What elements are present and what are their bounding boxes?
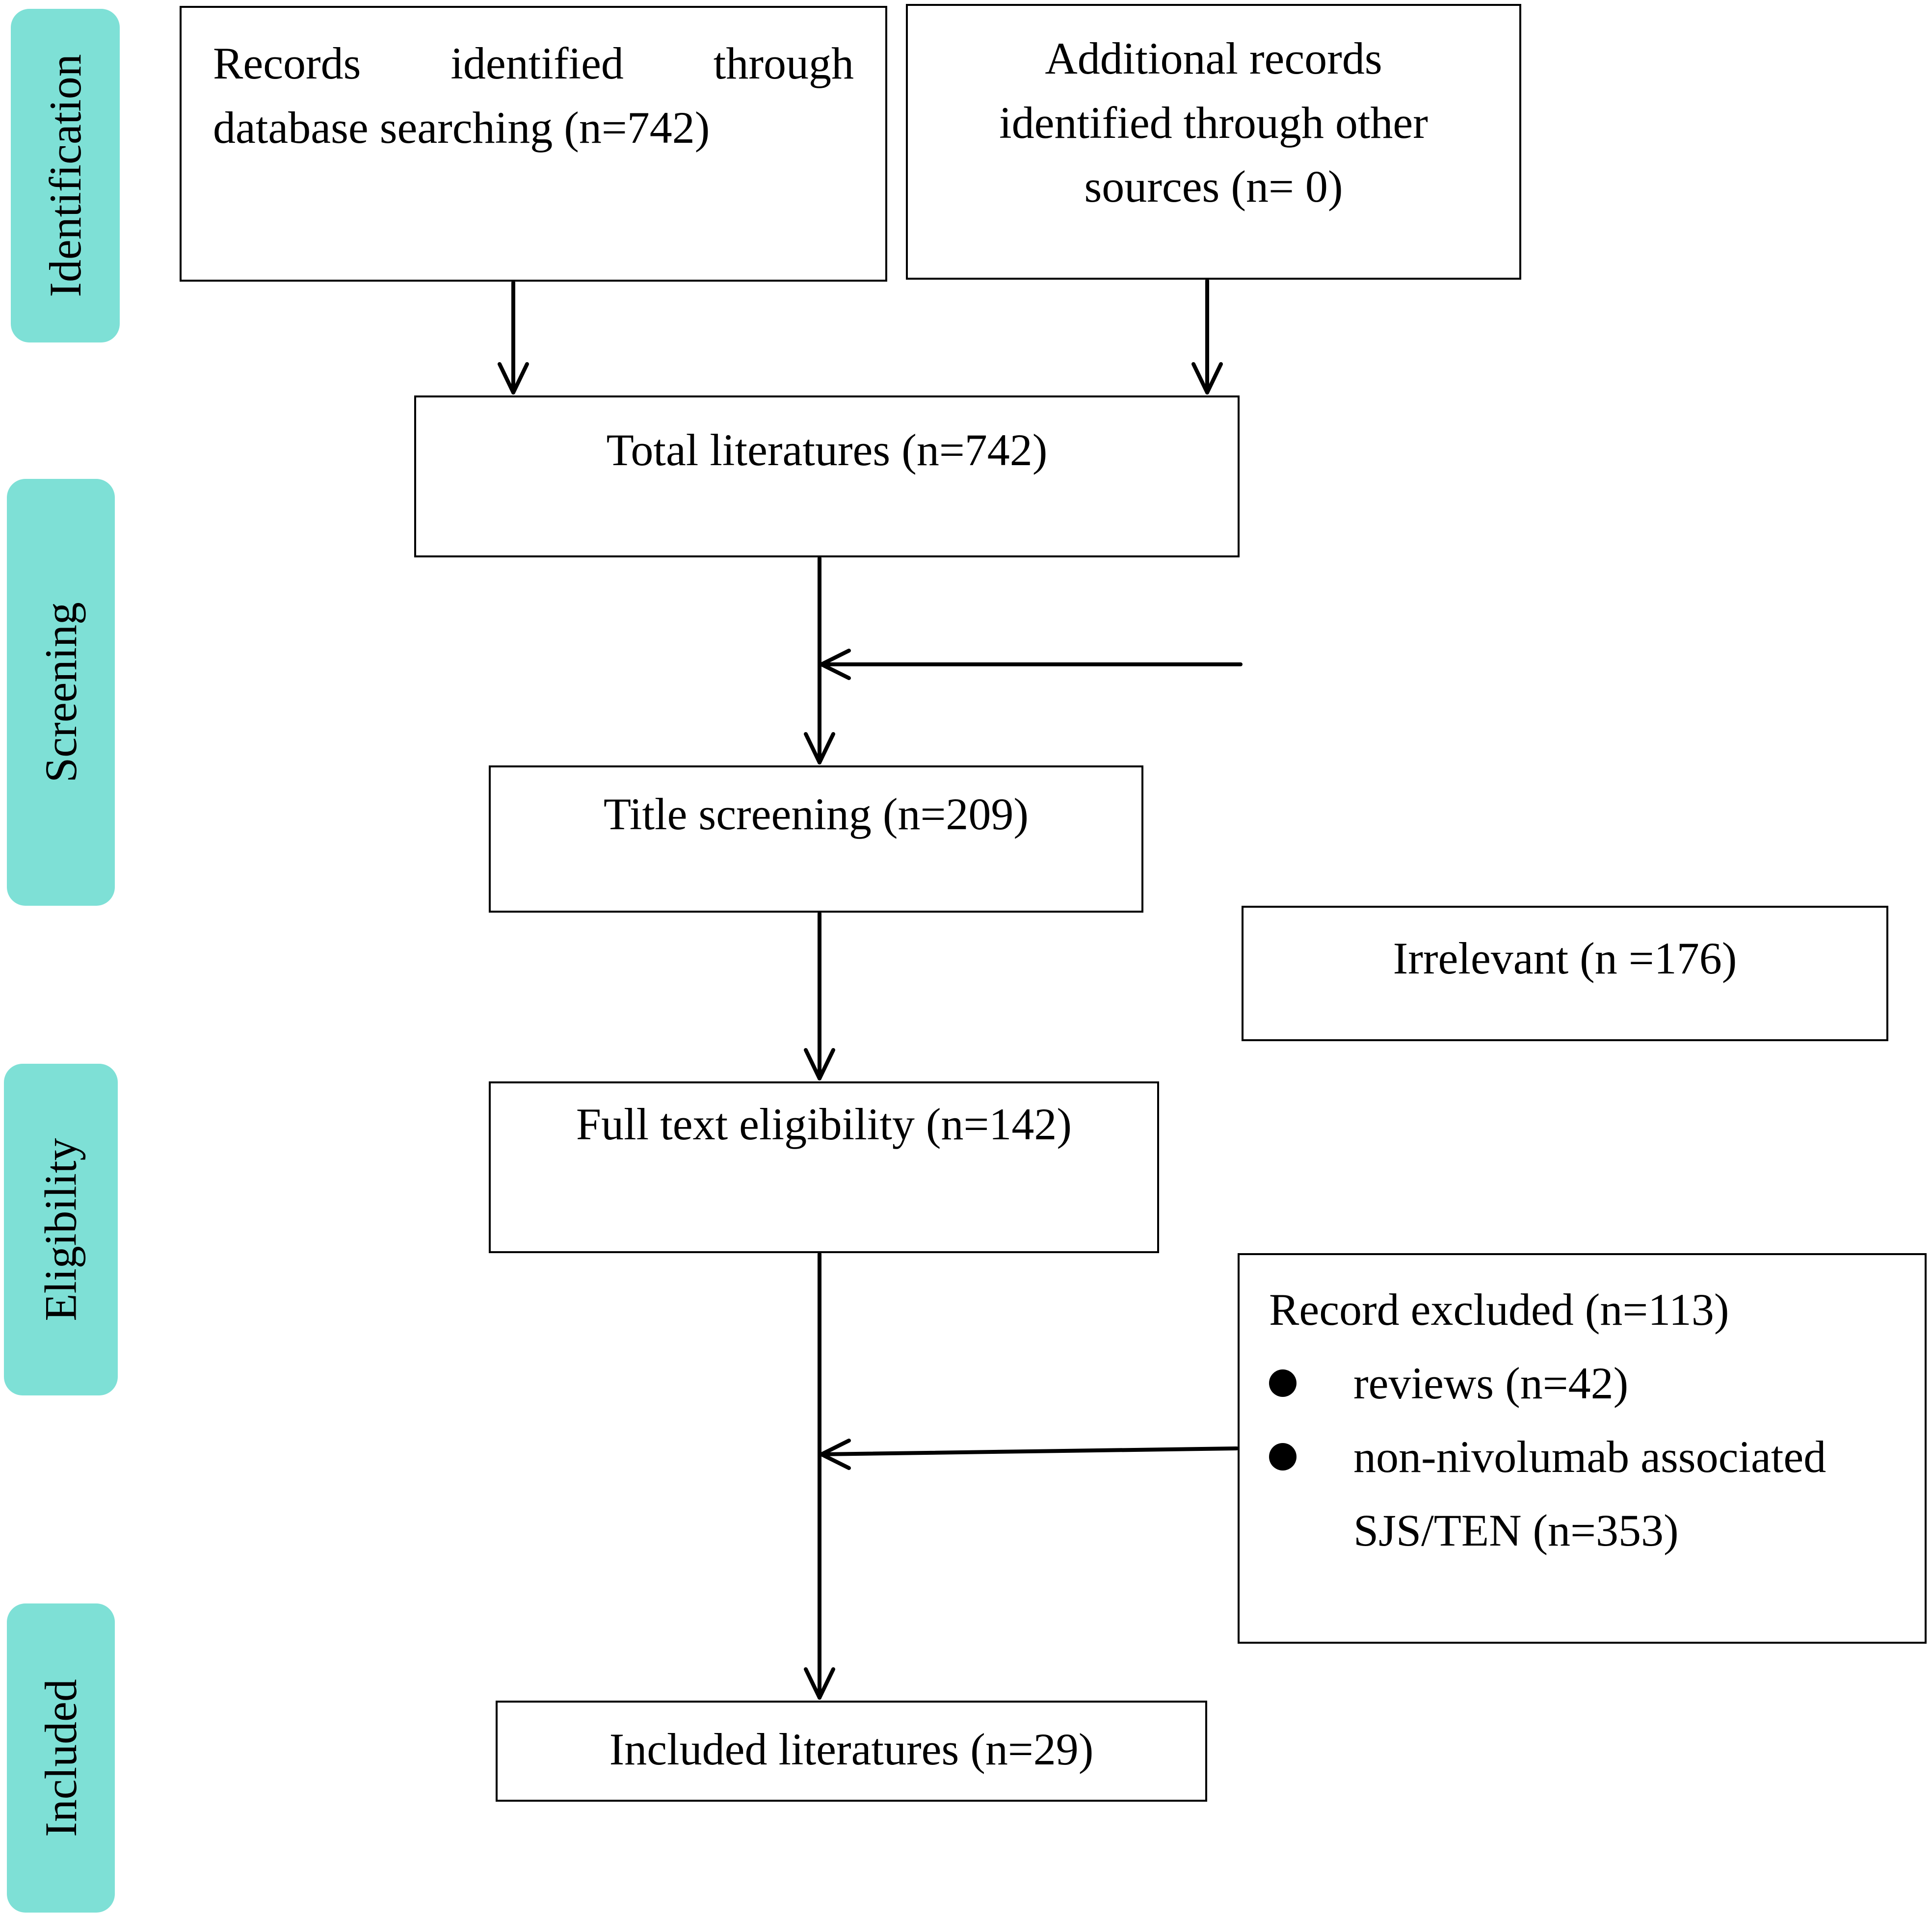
box-database-records: Records identified through database sear… [180, 6, 887, 282]
other-sources-line1: Additional records [1045, 33, 1382, 83]
irrelevant-text: Irrelevant (n =176) [1393, 933, 1737, 983]
other-sources-line2: identified through other [999, 97, 1428, 148]
bullet-dot [1269, 1443, 1297, 1471]
arrow-irrelevant-exclusion-head [820, 649, 851, 680]
box-record-excluded: Record excluded (n=113) reviews (n=42) n… [1238, 1253, 1927, 1644]
box-title-screening: Title screening (n=209) [489, 765, 1143, 913]
box-full-text-eligibility: Full text eligibility (n=142) [489, 1081, 1159, 1253]
arrow-record-excluded-head [820, 1439, 851, 1470]
phase-identification: Identification [11, 9, 120, 342]
database-records-line2: database searching (n=742) [213, 102, 710, 153]
excluded-bullet-reviews: reviews (n=42) [1269, 1351, 1915, 1416]
excluded-reviews-text: reviews (n=42) [1353, 1358, 1629, 1408]
box-other-sources: Additional records identified through ot… [906, 4, 1521, 280]
phase-included: Included [7, 1603, 115, 1913]
box-irrelevant: Irrelevant (n =176) [1242, 906, 1888, 1041]
bullet-dot [1269, 1369, 1297, 1397]
arrow-fulltext-to-included-head [804, 1667, 835, 1700]
arrow-other-to-total-head [1191, 362, 1223, 394]
other-sources-line3: sources (n= 0) [1084, 161, 1343, 212]
box-included-literatures: Included literatures (n=29) [496, 1701, 1207, 1802]
total-literatures-text: Total literatures (n=742) [606, 425, 1048, 475]
database-records-line1: Records identified through [213, 38, 854, 88]
full-text-eligibility-text: Full text eligibility (n=142) [576, 1099, 1072, 1149]
phase-screening: Screening [7, 479, 115, 906]
phase-eligibility: Eligibility [4, 1064, 118, 1395]
arrow-database-to-total-head [498, 362, 529, 394]
excluded-bullet-non-nivolumab: non-nivolumab associated [1269, 1425, 1915, 1489]
arrow-record-excluded [820, 1446, 1239, 1456]
title-screening-text: Title screening (n=209) [603, 789, 1029, 839]
box-total-literatures: Total literatures (n=742) [414, 395, 1240, 557]
excluded-non-nivolumab-text-line2: SJS/TEN (n=353) [1353, 1505, 1679, 1555]
included-literatures-text: Included literatures (n=29) [609, 1724, 1094, 1774]
arrow-total-to-title-head [804, 732, 835, 764]
arrow-title-to-fulltext-head [804, 1048, 835, 1080]
excluded-non-nivolumab-text: non-nivolumab associated [1353, 1432, 1826, 1482]
record-excluded-header: Record excluded (n=113) [1269, 1285, 1729, 1335]
